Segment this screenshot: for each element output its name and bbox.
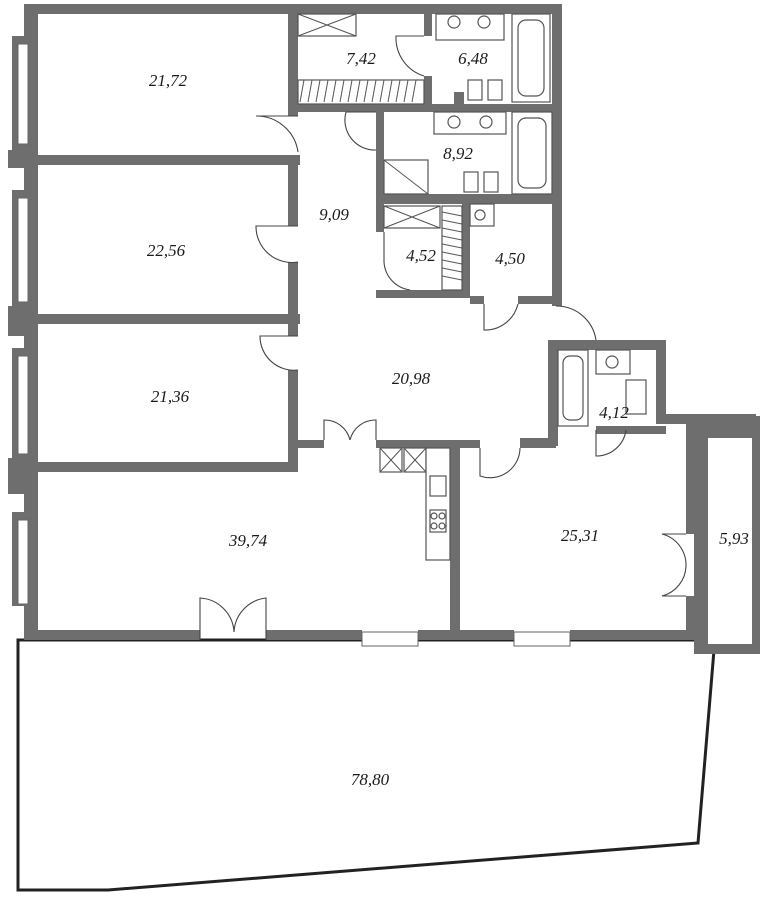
bathroom-1-fixtures [435,13,551,103]
room-area-bathroom-2: 8,92 [443,144,473,163]
room-area-balcony: 5,93 [719,529,749,548]
room-area-wardrobe: 7,42 [346,49,376,68]
bathroom-2-fixtures [383,111,553,195]
laundry-fixtures [469,203,495,227]
room-area-bathroom-3: 4,12 [599,403,629,422]
room-area-corridor: 9,09 [319,205,349,224]
room-area-laundry: 4,50 [495,249,525,268]
room-area-hall: 20,98 [392,369,431,388]
room-area-bedroom-top: 21,72 [149,71,188,90]
wardrobe-fixtures [297,13,425,105]
room-area-bedroom-middle: 22,56 [147,241,186,260]
left-windows [17,43,29,605]
doors [199,35,687,640]
room-area-bathroom-1: 6,48 [458,49,488,68]
room-area-storage: 4,52 [406,246,436,265]
bathroom-3-fixtures [557,349,647,427]
room-area-living-kitchen: 39,74 [228,531,268,550]
balcony-floor [708,438,752,644]
room-area-terrace: 78,80 [351,770,390,789]
room-area-bedroom-right: 25,31 [561,526,599,545]
area-labels: 21,72 7,42 6,48 8,92 9,09 22,56 4,52 4,5… [147,49,749,789]
bottom-windows [361,631,571,647]
kitchen-fixtures [379,447,451,561]
storage-fixtures [383,205,463,291]
terrace-outline [16,638,716,892]
room-area-bedroom-lower: 21,36 [151,387,190,406]
